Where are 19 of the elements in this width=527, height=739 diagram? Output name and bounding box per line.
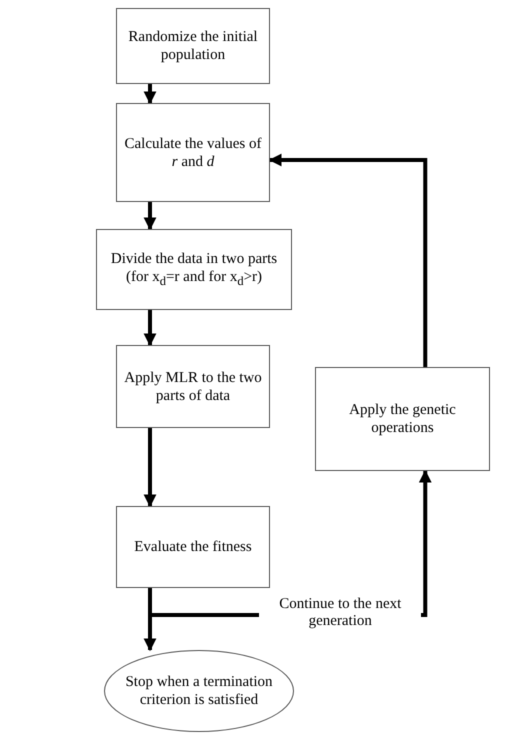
process-box [116,103,270,202]
node-text: Calculate the values of r and d [123,134,263,170]
arrow [144,310,156,346]
arrow [144,202,156,230]
node-text: Randomize the initial population [127,28,259,64]
node-text: Apply the genetic operations [348,401,457,437]
process-box [96,229,292,310]
process-box [116,506,270,588]
process-box [315,367,490,471]
node-text: Evaluate the fitness [134,538,252,556]
node-text: Stop when a termination criterion is satisfied [124,673,274,709]
process-box [116,345,270,428]
process-box [116,8,270,84]
arrow [144,428,156,508]
edge-label: Continue to the next generation [259,596,422,630]
arrow [144,84,156,104]
arrow [268,154,428,367]
node-text: Divide the data in two parts (for x$_{d}$=r and for x$_{d}$>r) [110,250,278,289]
node-text: Apply MLR to the two parts of data [123,368,263,404]
